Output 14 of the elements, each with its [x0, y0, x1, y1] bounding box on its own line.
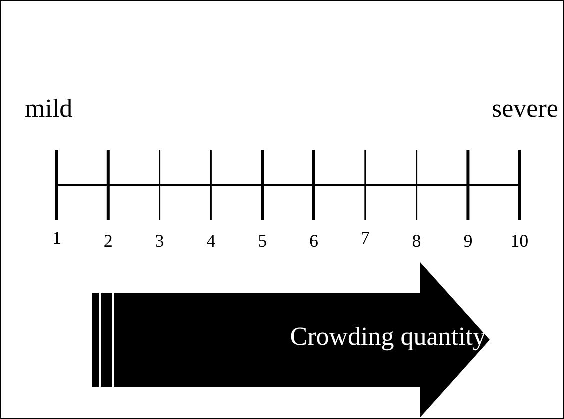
- arrow-shape: [92, 262, 490, 418]
- tick-number: 10: [510, 232, 529, 250]
- tick-number: 1: [52, 229, 62, 247]
- tick-number: 2: [104, 232, 113, 250]
- scale-end-label: severe: [492, 96, 558, 122]
- tick-number: 3: [155, 232, 164, 250]
- tick-number: 6: [310, 232, 318, 250]
- tick-number: 9: [464, 232, 473, 250]
- tick-number: 7: [360, 229, 370, 247]
- tick-number: 5: [258, 232, 268, 250]
- tick-number: 4: [206, 232, 216, 250]
- tick-number: 8: [412, 232, 422, 250]
- scale-end-label: mild: [25, 96, 73, 122]
- arrow-label: Crowding quantity: [290, 324, 486, 350]
